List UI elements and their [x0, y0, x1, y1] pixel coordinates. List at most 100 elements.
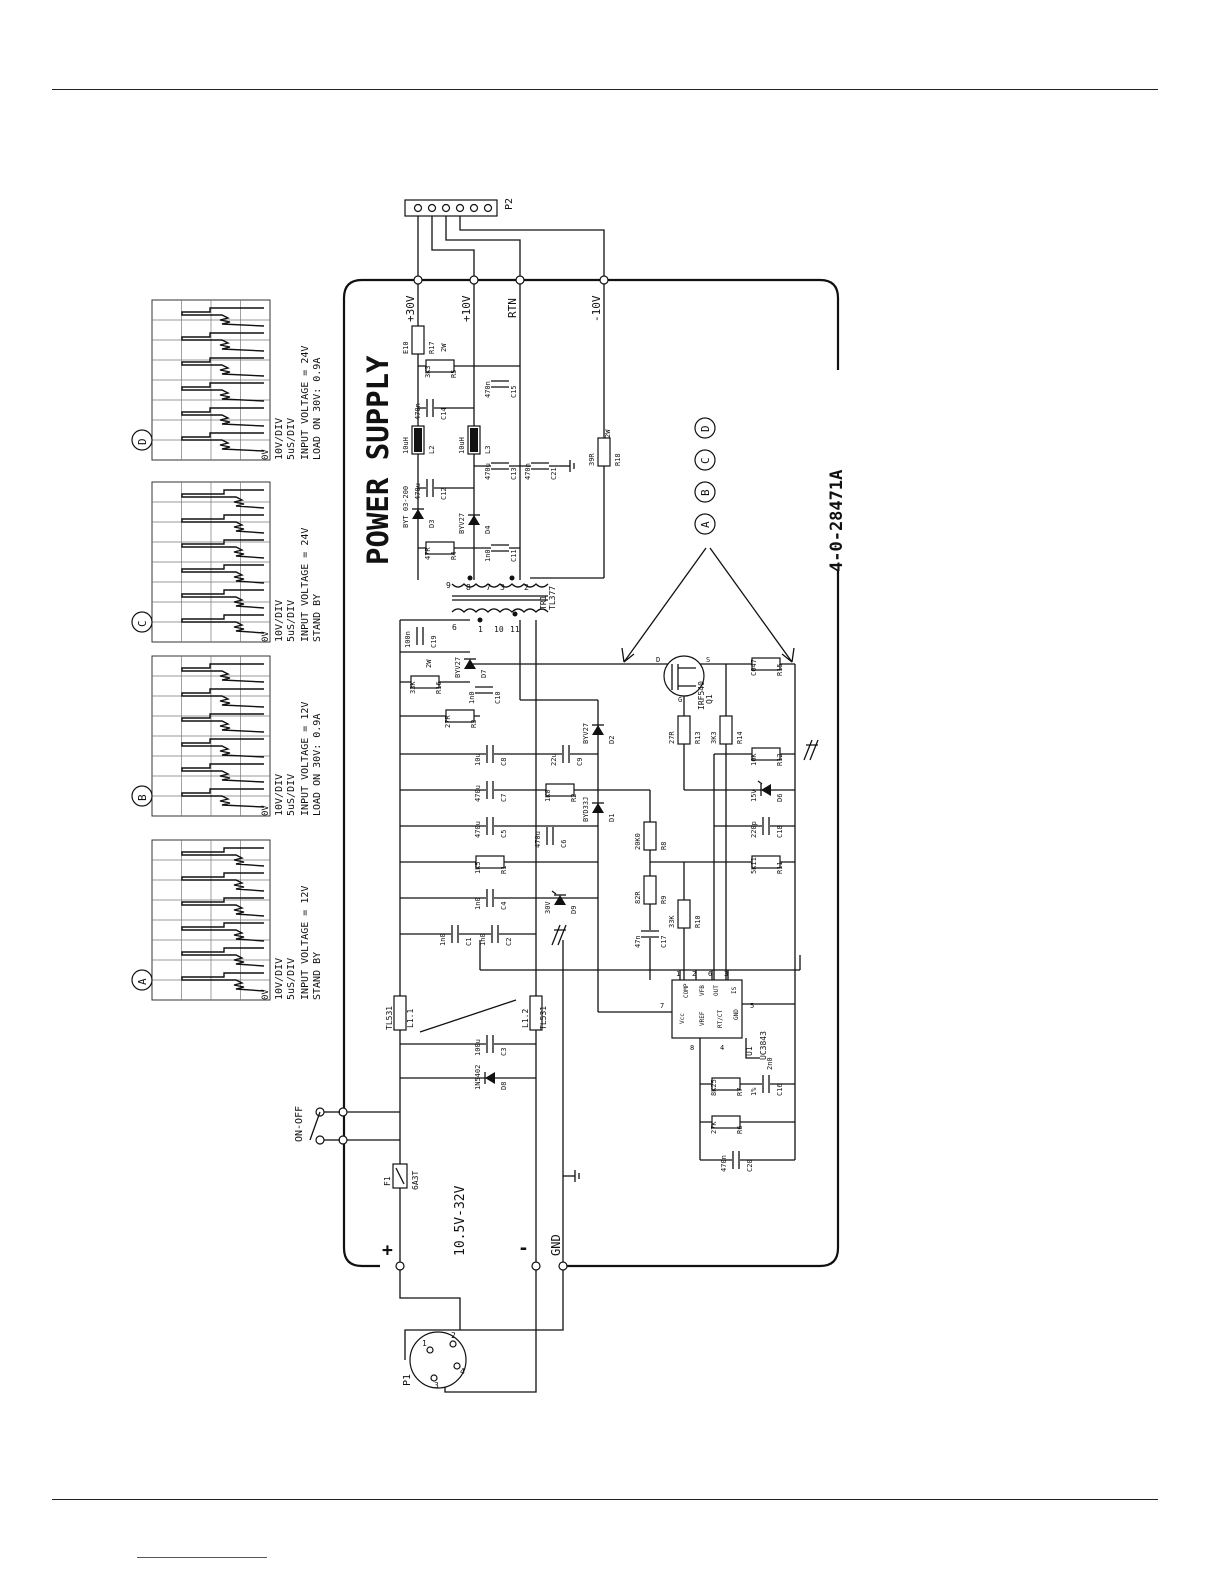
component-ref: R10: [694, 915, 702, 928]
component-ref: C10: [494, 691, 502, 704]
component-value: 47n: [634, 935, 642, 948]
component-l3: [467, 425, 481, 455]
component-value: 470u: [474, 785, 482, 802]
component-ref: R15: [776, 663, 784, 676]
component-ref: C17: [660, 935, 668, 948]
component-value: C047: [750, 659, 758, 676]
component-value: 1K5: [474, 861, 482, 874]
component-value: 100u: [474, 1039, 482, 1056]
component-r12: [751, 747, 781, 761]
component-value: 1K0: [544, 789, 552, 802]
scope-load: LOAD ON 30V: 0.9A: [312, 714, 323, 816]
scope-vdiv: 10V/DIV: [274, 958, 285, 1000]
title-gap: [812, 370, 852, 570]
component-value: BYV27: [458, 513, 466, 534]
test-point-c: [694, 449, 716, 471]
component-bodies: [410, 325, 781, 1169]
component-value: 22u: [550, 753, 558, 766]
board-outline: [342, 278, 840, 1268]
component-ref: R11: [776, 861, 784, 874]
terminal-nodes: [338, 275, 609, 1271]
component-c8: [486, 745, 494, 763]
ic-pin-rtct: RT/CT: [717, 1010, 724, 1028]
component-c9: [562, 745, 570, 763]
component-r7: [711, 1077, 741, 1091]
waveform-id: B: [136, 794, 149, 801]
component-c10: [475, 686, 493, 694]
tr-pin-11: 11: [510, 625, 520, 634]
component-c16: [762, 1075, 770, 1093]
component-value: BYV27: [582, 723, 590, 744]
mosfet-s: S: [706, 656, 710, 664]
scope-tdiv: 5uS/DIV: [286, 418, 297, 460]
component-value: 1n0: [439, 933, 447, 946]
component-c2: [491, 925, 499, 943]
component-r10: [677, 899, 691, 929]
component-value: BYD33J: [582, 797, 590, 822]
component-value: 100n: [404, 631, 412, 648]
l1-part-2: TL531: [539, 1006, 548, 1030]
component-ref: R3: [470, 720, 478, 728]
schematic-labels: POWER SUPPLY 4-0-28471A 10.5V-32V ON-OFF…: [294, 198, 847, 1390]
component-r9: [643, 875, 657, 905]
component-ref: L2: [428, 446, 436, 454]
scope-load: LOAD ON 30V: 0.9A: [312, 358, 323, 460]
component-ref: C4: [500, 902, 508, 910]
component-value: 470n: [524, 463, 532, 480]
component-ref: R6: [736, 1126, 744, 1134]
output-10v: +10V: [460, 295, 473, 322]
component-ref: D8: [500, 1082, 508, 1090]
component-c17: [641, 930, 659, 938]
component-value: 1N5402: [474, 1065, 482, 1090]
ic-pin-num-5: 5: [750, 1002, 754, 1010]
inductor-l1: [393, 995, 543, 1031]
footer-link-underline[interactable]: [137, 1557, 267, 1558]
test-point-label: D: [699, 425, 712, 432]
component-ref: L3: [484, 446, 492, 454]
component-r11: [751, 855, 781, 869]
component-ref: D6: [776, 794, 784, 802]
component-value: 10K: [750, 753, 758, 766]
component-value: 470n: [414, 403, 422, 420]
component-ref: C2: [505, 938, 513, 946]
component-c14: [426, 399, 434, 417]
output-30v: +30V: [404, 295, 417, 322]
component-ref: D3: [428, 520, 436, 528]
component-value: 30V: [544, 901, 552, 914]
component-l2: [411, 425, 425, 455]
component-ref: R2: [570, 794, 578, 802]
component-value: 33K: [409, 681, 417, 694]
component-value: 470u: [534, 831, 542, 848]
component-c4: [486, 889, 494, 907]
scope-trace: [181, 847, 265, 992]
on-off-switch[interactable]: [309, 1107, 340, 1145]
scope-input-voltage: INPUT VOLTAGE = 12V: [300, 702, 311, 816]
waveform-id: D: [136, 438, 149, 445]
p1-pin-1: 1: [422, 1339, 427, 1348]
ic-pin-num-1: 1: [676, 970, 680, 978]
component-ref: C7: [500, 794, 508, 802]
component-value: 10u: [474, 753, 482, 766]
input-minus: -: [518, 1238, 529, 1259]
component-ref: R8: [660, 842, 668, 850]
component-ref: C8: [500, 758, 508, 766]
scope-load: STAND BY: [312, 952, 323, 1000]
switch-label: ON-OFF: [294, 1106, 305, 1142]
component-d6: [757, 780, 771, 796]
component-c13: [491, 462, 509, 470]
component-value: E10: [402, 341, 410, 354]
tr-pin-2: 2: [524, 583, 529, 592]
component-c15: [491, 380, 509, 388]
component-d9: [551, 890, 566, 905]
component-value: 39R: [588, 453, 596, 466]
component-ref: C16: [776, 1083, 784, 1096]
component-value: 33K: [668, 915, 676, 928]
component-ref: C3: [500, 1048, 508, 1056]
component-ref: R13: [694, 731, 702, 744]
ic-pin-num-3: 3: [724, 970, 728, 978]
component-ref: R5: [450, 370, 458, 378]
ic-pin-vfb: VFB: [699, 985, 706, 996]
component-c19: [416, 627, 424, 645]
